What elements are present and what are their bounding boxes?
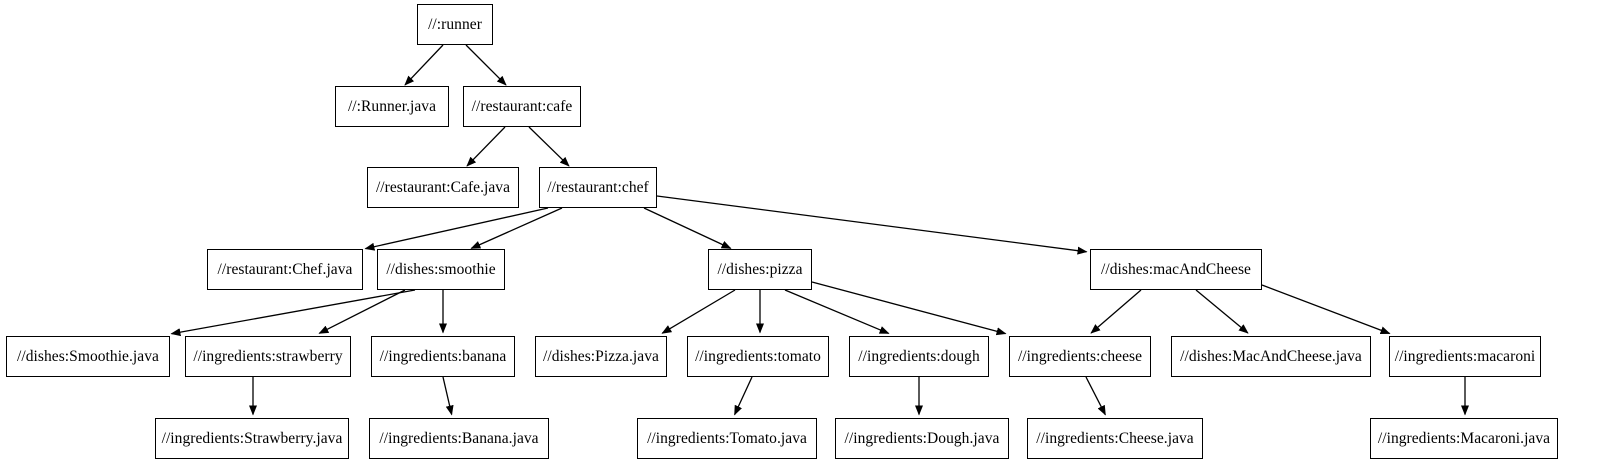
graph-node-cafe_java[interactable]: //restaurant:Cafe.java [367,167,519,208]
graph-edge-runner-to-restaurant_cafe [465,44,507,86]
graph-node-label: //dishes:Smoothie.java [17,347,159,365]
graph-edge-dishes_macandchee-to-ing_macaroni [1261,284,1391,335]
graph-node-label: //:runner [428,15,482,33]
graph-node-ing_banana[interactable]: //ingredients:banana [371,336,515,377]
graph-edge-dishes_pizza-to-ing_cheese [811,281,1007,336]
graph-node-label: //restaurant:chef [547,178,649,196]
graph-node-label: //dishes:pizza [717,260,803,278]
graph-node-label: //restaurant:cafe [471,97,573,115]
graph-node-chef_java[interactable]: //restaurant:Chef.java [207,249,363,290]
graph-node-label: //ingredients:strawberry [193,347,343,365]
graph-node-label: //ingredients:tomato [695,347,821,365]
graph-node-label: //ingredients:Strawberry.java [161,429,343,447]
graph-node-label: //ingredients:macaroni [1394,347,1536,365]
graph-node-label: //restaurant:Cafe.java [375,178,511,196]
graph-node-label: //ingredients:dough [858,347,980,365]
graph-node-macandcheese_java[interactable]: //dishes:MacAndCheese.java [1171,336,1371,377]
graph-edge-dishes_smoothie-to-ing_strawberry [318,289,406,334]
graph-node-ing_strawberry[interactable]: //ingredients:strawberry [185,336,351,377]
graph-edge-restaurant_chef-to-chef_java [364,207,549,251]
graph-node-label: //ingredients:Macaroni.java [1377,429,1551,447]
graph-edge-dishes_pizza-to-pizza_java [661,289,736,334]
graph-node-ing_dough[interactable]: //ingredients:dough [849,336,989,377]
graph-edge-dishes_macandchee-to-macandcheese_java [1195,289,1249,334]
graph-node-ing_macaroni[interactable]: //ingredients:macaroni [1389,336,1541,377]
graph-node-dishes_macandchee[interactable]: //dishes:macAndCheese [1090,249,1262,290]
graph-edge-restaurant_cafe-to-restaurant_chef [528,126,570,167]
graph-node-label: //ingredients:Banana.java [379,429,539,447]
graph-edge-dishes_macandchee-to-ing_cheese [1090,289,1142,334]
graph-edge-dishes_smoothie-to-smoothie_java [170,289,416,337]
graph-node-label: //dishes:MacAndCheese.java [1180,347,1362,365]
graph-node-label: //dishes:smoothie [386,260,496,278]
graph-node-pizza_java[interactable]: //dishes:Pizza.java [535,336,667,377]
graph-node-dishes_smoothie[interactable]: //dishes:smoothie [377,249,505,290]
graph-edge-dishes_pizza-to-ing_dough [784,289,890,335]
graph-node-ing_tomato[interactable]: //ingredients:tomato [687,336,829,377]
graph-node-label: //ingredients:Tomato.java [647,429,807,447]
graph-edge-restaurant_chef-to-dishes_macandchee [656,195,1088,255]
graph-node-ing_cheese[interactable]: //ingredients:cheese [1009,336,1151,377]
graph-edge-ing_cheese-to-cheese_java [1085,376,1106,416]
graph-node-label: //restaurant:Chef.java [217,260,353,278]
graph-node-tomato_java[interactable]: //ingredients:Tomato.java [637,418,817,459]
graph-node-restaurant_cafe[interactable]: //restaurant:cafe [463,86,581,127]
graph-node-label: //ingredients:Dough.java [844,429,1000,447]
graph-node-label: //:Runner.java [347,97,437,115]
graph-node-strawberry_java[interactable]: //ingredients:Strawberry.java [155,418,349,459]
graph-node-runner[interactable]: //:runner [417,4,493,45]
graph-edge-restaurant_cafe-to-cafe_java [466,126,506,167]
graph-node-label: //ingredients:banana [379,347,507,365]
graph-node-cheese_java[interactable]: //ingredients:Cheese.java [1027,418,1203,459]
graph-edge-restaurant_chef-to-dishes_pizza [643,207,732,249]
graph-node-runner_java[interactable]: //:Runner.java [335,86,449,127]
graph-node-restaurant_chef[interactable]: //restaurant:chef [539,167,657,208]
graph-node-banana_java[interactable]: //ingredients:Banana.java [369,418,549,459]
graph-node-label: //ingredients:Cheese.java [1036,429,1194,447]
graph-edge-ing_tomato-to-tomato_java [734,376,753,416]
graph-node-smoothie_java[interactable]: //dishes:Smoothie.java [6,336,170,377]
graph-node-label: //dishes:Pizza.java [543,347,659,365]
graph-edge-restaurant_chef-to-dishes_smoothie [470,207,563,249]
graph-node-macaroni_java[interactable]: //ingredients:Macaroni.java [1370,418,1558,459]
graph-edge-ing_banana-to-banana_java [442,376,454,416]
graph-node-dishes_pizza[interactable]: //dishes:pizza [708,249,812,290]
graph-edge-runner-to-runner_java [404,44,444,86]
graph-node-label: //dishes:macAndCheese [1101,260,1251,278]
graph-node-label: //ingredients:cheese [1017,347,1143,365]
graph-node-dough_java[interactable]: //ingredients:Dough.java [835,418,1009,459]
